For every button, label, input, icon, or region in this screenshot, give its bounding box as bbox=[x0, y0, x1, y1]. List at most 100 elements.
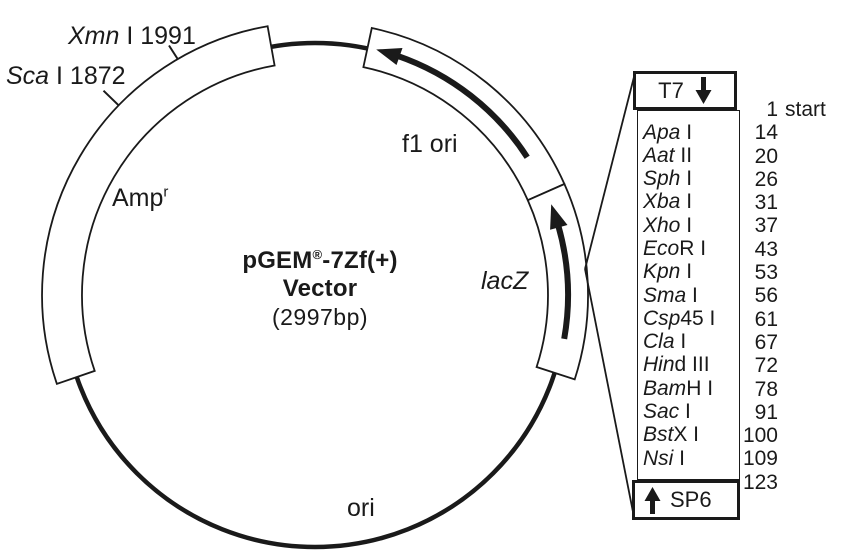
site-name-suffix: I bbox=[679, 400, 691, 424]
vector-name-suffix: -7Zf(+) bbox=[322, 247, 398, 274]
site-name-italic: Eco bbox=[643, 236, 680, 260]
site-position: 43 bbox=[754, 237, 778, 261]
mcs-site-row: Csp45 I bbox=[643, 307, 739, 330]
registered-trademark-symbol: ® bbox=[312, 247, 323, 262]
site-position: 61 bbox=[754, 307, 778, 331]
site-name-italic: Cla bbox=[643, 330, 675, 354]
sp6-up-arrow-icon bbox=[644, 486, 661, 514]
mcs-site-row: Cla I bbox=[643, 330, 739, 353]
start-label: start bbox=[785, 98, 826, 121]
site-position: 67 bbox=[754, 330, 778, 354]
start-position: 1 bbox=[766, 98, 778, 121]
position-row-sp6: 123 bbox=[690, 471, 778, 494]
site-position: 109 bbox=[742, 447, 778, 471]
site-name-suffix: I bbox=[680, 120, 693, 144]
site-position: 78 bbox=[754, 377, 778, 401]
site-name-suffix: d III bbox=[674, 353, 710, 377]
mcs-site-row: Apa I bbox=[643, 121, 739, 144]
xmn-position: I 1991 bbox=[119, 22, 196, 50]
lacz-band bbox=[526, 182, 589, 381]
amp-resistance-superscript: r bbox=[163, 183, 169, 201]
position-row: 14 bbox=[690, 121, 778, 144]
lacz-arrowhead-icon bbox=[550, 204, 568, 230]
site-position: 31 bbox=[754, 191, 778, 215]
position-row: 31 bbox=[690, 191, 778, 214]
mcs-site-row: Sac I bbox=[643, 400, 739, 423]
site-name-suffix: I bbox=[680, 260, 693, 284]
site-name-italic: Xho bbox=[643, 213, 681, 237]
mcs-site-row: Kpn I bbox=[643, 260, 739, 283]
sca-position: I 1872 bbox=[49, 62, 126, 90]
position-row: 78 bbox=[690, 378, 778, 401]
site-name-suffix: X I bbox=[673, 423, 700, 447]
sp6-promoter-box: SP6 bbox=[632, 480, 740, 520]
site-name-suffix: I bbox=[680, 190, 693, 214]
mcs-site-row: Xho I bbox=[643, 214, 739, 237]
site-name-italic: Hin bbox=[643, 353, 675, 377]
position-row: 67 bbox=[690, 331, 778, 354]
site-position: 20 bbox=[754, 144, 778, 168]
site-position: 91 bbox=[754, 400, 778, 424]
position-row: 72 bbox=[690, 354, 778, 377]
site-name-italic: Xba bbox=[643, 190, 681, 214]
xmn-enzyme-name: Xmn bbox=[68, 22, 120, 50]
lacz-gene-label: lacZ bbox=[481, 267, 529, 295]
site-name-suffix: I bbox=[680, 213, 693, 237]
site-name-suffix: II bbox=[674, 143, 693, 167]
site-position: 56 bbox=[754, 284, 778, 308]
amp-label-text: Amp bbox=[112, 184, 164, 212]
mcs-site-row: Hind III bbox=[643, 353, 739, 376]
site-name-italic: Nsi bbox=[643, 446, 674, 470]
site-name-italic: Sac bbox=[643, 400, 680, 424]
position-row: 43 bbox=[690, 238, 778, 261]
position-row: 56 bbox=[690, 284, 778, 307]
amp-gene-band bbox=[41, 25, 276, 386]
mcs-site-row: BstX I bbox=[643, 423, 739, 446]
t7-promoter-box: T7 bbox=[633, 71, 737, 110]
mcs-site-row: Nsi I bbox=[643, 447, 739, 470]
position-row: 26 bbox=[690, 168, 778, 191]
site-name-italic: Bst bbox=[643, 423, 674, 447]
vector-title-block: pGEM®-7Zf(+) Vector (2997bp) bbox=[215, 247, 425, 331]
sca-site-label: Sca I 1872 bbox=[6, 64, 126, 89]
site-position: 26 bbox=[754, 167, 778, 191]
mcs-site-row: Xba I bbox=[643, 190, 739, 213]
site-name-suffix: I bbox=[686, 283, 698, 307]
site-name-italic: Sma bbox=[643, 283, 687, 307]
site-name-italic: Kpn bbox=[643, 260, 681, 284]
vector-name: pGEM®-7Zf(+) bbox=[215, 247, 425, 275]
xmn-site-label: Xmn I 1991 bbox=[68, 24, 196, 49]
ori-label: ori bbox=[347, 494, 375, 522]
site-name-suffix: R I bbox=[679, 236, 707, 260]
site-name-suffix: I bbox=[673, 446, 686, 470]
f1-ori-direction-arrow bbox=[396, 52, 530, 159]
xmn-site-tick bbox=[168, 44, 179, 61]
lacz-direction-arrow bbox=[555, 224, 571, 340]
position-row: 61 bbox=[690, 308, 778, 331]
position-row: 20 bbox=[690, 145, 778, 168]
site-position: 37 bbox=[754, 214, 778, 238]
expansion-line-upper bbox=[584, 72, 636, 270]
amp-gene-label: Ampr bbox=[112, 183, 169, 212]
site-name-suffix: 45 I bbox=[680, 306, 716, 330]
expansion-line-lower bbox=[584, 268, 635, 518]
position-row: 91 bbox=[690, 401, 778, 424]
site-name-italic: Apa bbox=[643, 120, 681, 144]
position-row: 100 bbox=[690, 424, 778, 447]
site-name-suffix: H I bbox=[686, 376, 714, 400]
position-row-start: 1 start bbox=[690, 98, 826, 121]
mcs-site-row: BamH I bbox=[643, 377, 739, 400]
site-name-suffix: I bbox=[674, 330, 687, 354]
t7-down-arrow-icon bbox=[695, 77, 712, 104]
mcs-site-row: Sph I bbox=[643, 167, 739, 190]
sp6-label: SP6 bbox=[670, 487, 712, 512]
position-row: 53 bbox=[690, 261, 778, 284]
f1-ori-arrowhead-icon bbox=[376, 48, 403, 65]
sp6-position: 123 bbox=[742, 470, 778, 494]
site-name-italic: Sph bbox=[643, 167, 681, 191]
site-name-suffix: I bbox=[680, 167, 693, 191]
vector-word: Vector bbox=[282, 275, 358, 302]
